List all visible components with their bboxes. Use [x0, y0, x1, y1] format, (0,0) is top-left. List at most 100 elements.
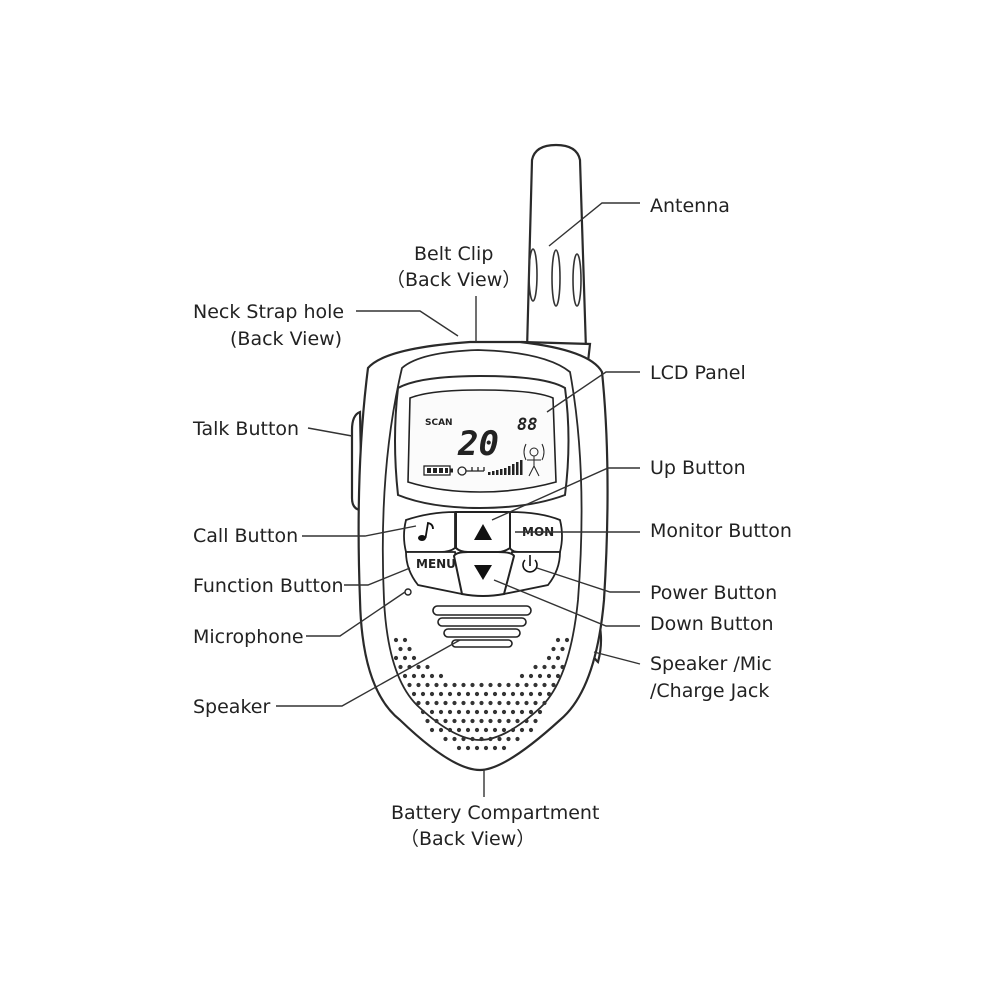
grill-hole — [416, 664, 421, 670]
grill-hole — [447, 727, 453, 733]
grill-hole — [425, 682, 430, 688]
grill-hole — [416, 682, 421, 688]
grill-hole — [542, 664, 547, 670]
grill-hole — [510, 709, 516, 715]
grill-hole — [456, 727, 462, 733]
leader-lines — [276, 202, 641, 797]
grill-hole — [551, 646, 556, 652]
grill-hole — [407, 682, 412, 688]
grill-hole — [479, 718, 484, 724]
grill-hole — [492, 709, 498, 715]
music-note-icon — [418, 521, 434, 541]
grill-hole — [542, 682, 547, 688]
grill-hole — [447, 691, 453, 697]
grill-hole — [497, 700, 502, 706]
grill-hole — [497, 736, 502, 742]
grill-hole — [497, 718, 502, 724]
antenna — [518, 143, 592, 364]
grill-hole — [470, 682, 475, 688]
grill-hole — [546, 691, 552, 697]
grill-hole — [528, 691, 534, 697]
grill-hole — [519, 673, 525, 679]
grill-hole — [492, 727, 498, 733]
grill-hole — [488, 700, 493, 706]
grill-hole — [479, 682, 484, 688]
grill-hole — [492, 691, 498, 697]
grill-hole — [519, 691, 525, 697]
lcd-panel: SCAN 20 88 — [407, 389, 557, 493]
grill-hole — [429, 727, 435, 733]
grill-hole — [465, 691, 471, 697]
lcd-scan-label: SCAN — [425, 418, 453, 428]
grill-hole — [393, 655, 399, 661]
label-antenna: Antenna — [650, 195, 730, 217]
grill-hole — [402, 673, 408, 679]
grill-hole — [546, 673, 552, 679]
signal-bars-icon — [488, 460, 523, 475]
grill-hole — [510, 691, 516, 697]
grill-hole — [438, 709, 444, 715]
grill-hole — [483, 745, 489, 751]
grill-hole — [537, 673, 543, 679]
label-function-button: Function Button — [193, 575, 344, 597]
grill-hole — [452, 718, 457, 724]
grill-hole — [488, 736, 493, 742]
grill-hole — [501, 745, 507, 751]
grill-hole — [393, 637, 399, 643]
grill-hole — [551, 682, 556, 688]
grill-hole — [470, 700, 475, 706]
grill-hole — [515, 718, 520, 724]
grill-hole — [420, 673, 426, 679]
label-battery-compartment: Battery Compartment — [391, 802, 599, 824]
grill-hole — [461, 736, 466, 742]
vox-figure-icon — [523, 443, 545, 477]
lcd-subcode-digits: 88 — [517, 415, 537, 435]
grill-hole — [438, 727, 444, 733]
lcd-channel-digits: 20 — [457, 424, 499, 464]
grill-hole — [474, 709, 480, 715]
label-monitor-button: Monitor Button — [650, 520, 792, 542]
label-neck-strap: Neck Strap hole — [193, 301, 344, 323]
grill-hole — [506, 736, 511, 742]
grill-hole — [452, 682, 457, 688]
grill-hole — [434, 718, 439, 724]
label-lcd-panel: LCD Panel — [650, 362, 746, 384]
grill-hole — [533, 718, 538, 724]
grill-hole — [443, 718, 448, 724]
grill-hole — [470, 718, 475, 724]
label-up-button: Up Button — [650, 457, 746, 479]
grill-hole — [443, 736, 448, 742]
grill-hole — [443, 700, 448, 706]
grill-hole — [533, 700, 538, 706]
grill-hole — [452, 736, 457, 742]
grill-hole — [497, 682, 502, 688]
grill-hole — [465, 727, 471, 733]
label-neck-strap-sub: (Back View) — [230, 328, 342, 350]
speaker-slots — [432, 605, 532, 648]
power-icon — [522, 555, 538, 573]
grill-hole — [402, 637, 408, 643]
menu-key-label: MENU — [416, 557, 456, 571]
grill-hole — [510, 727, 516, 733]
grill-hole — [501, 727, 507, 733]
grill-hole — [533, 664, 538, 670]
grill-hole — [465, 745, 471, 751]
grill-hole — [407, 646, 412, 652]
grill-hole — [456, 691, 462, 697]
grill-hole — [425, 718, 430, 724]
grill-hole — [474, 745, 480, 751]
grill-hole — [551, 664, 556, 670]
label-speaker: Speaker — [193, 696, 270, 718]
grill-hole — [429, 673, 435, 679]
grill-hole — [560, 664, 565, 670]
grill-hole — [555, 655, 561, 661]
grill-hole — [447, 709, 453, 715]
grill-hole — [533, 682, 538, 688]
grill-hole — [479, 736, 484, 742]
grill-hole — [411, 673, 417, 679]
grill-hole — [515, 700, 520, 706]
grill-hole — [434, 682, 439, 688]
label-speaker-mic: Speaker /Mic — [650, 653, 772, 675]
grill-hole — [483, 727, 489, 733]
